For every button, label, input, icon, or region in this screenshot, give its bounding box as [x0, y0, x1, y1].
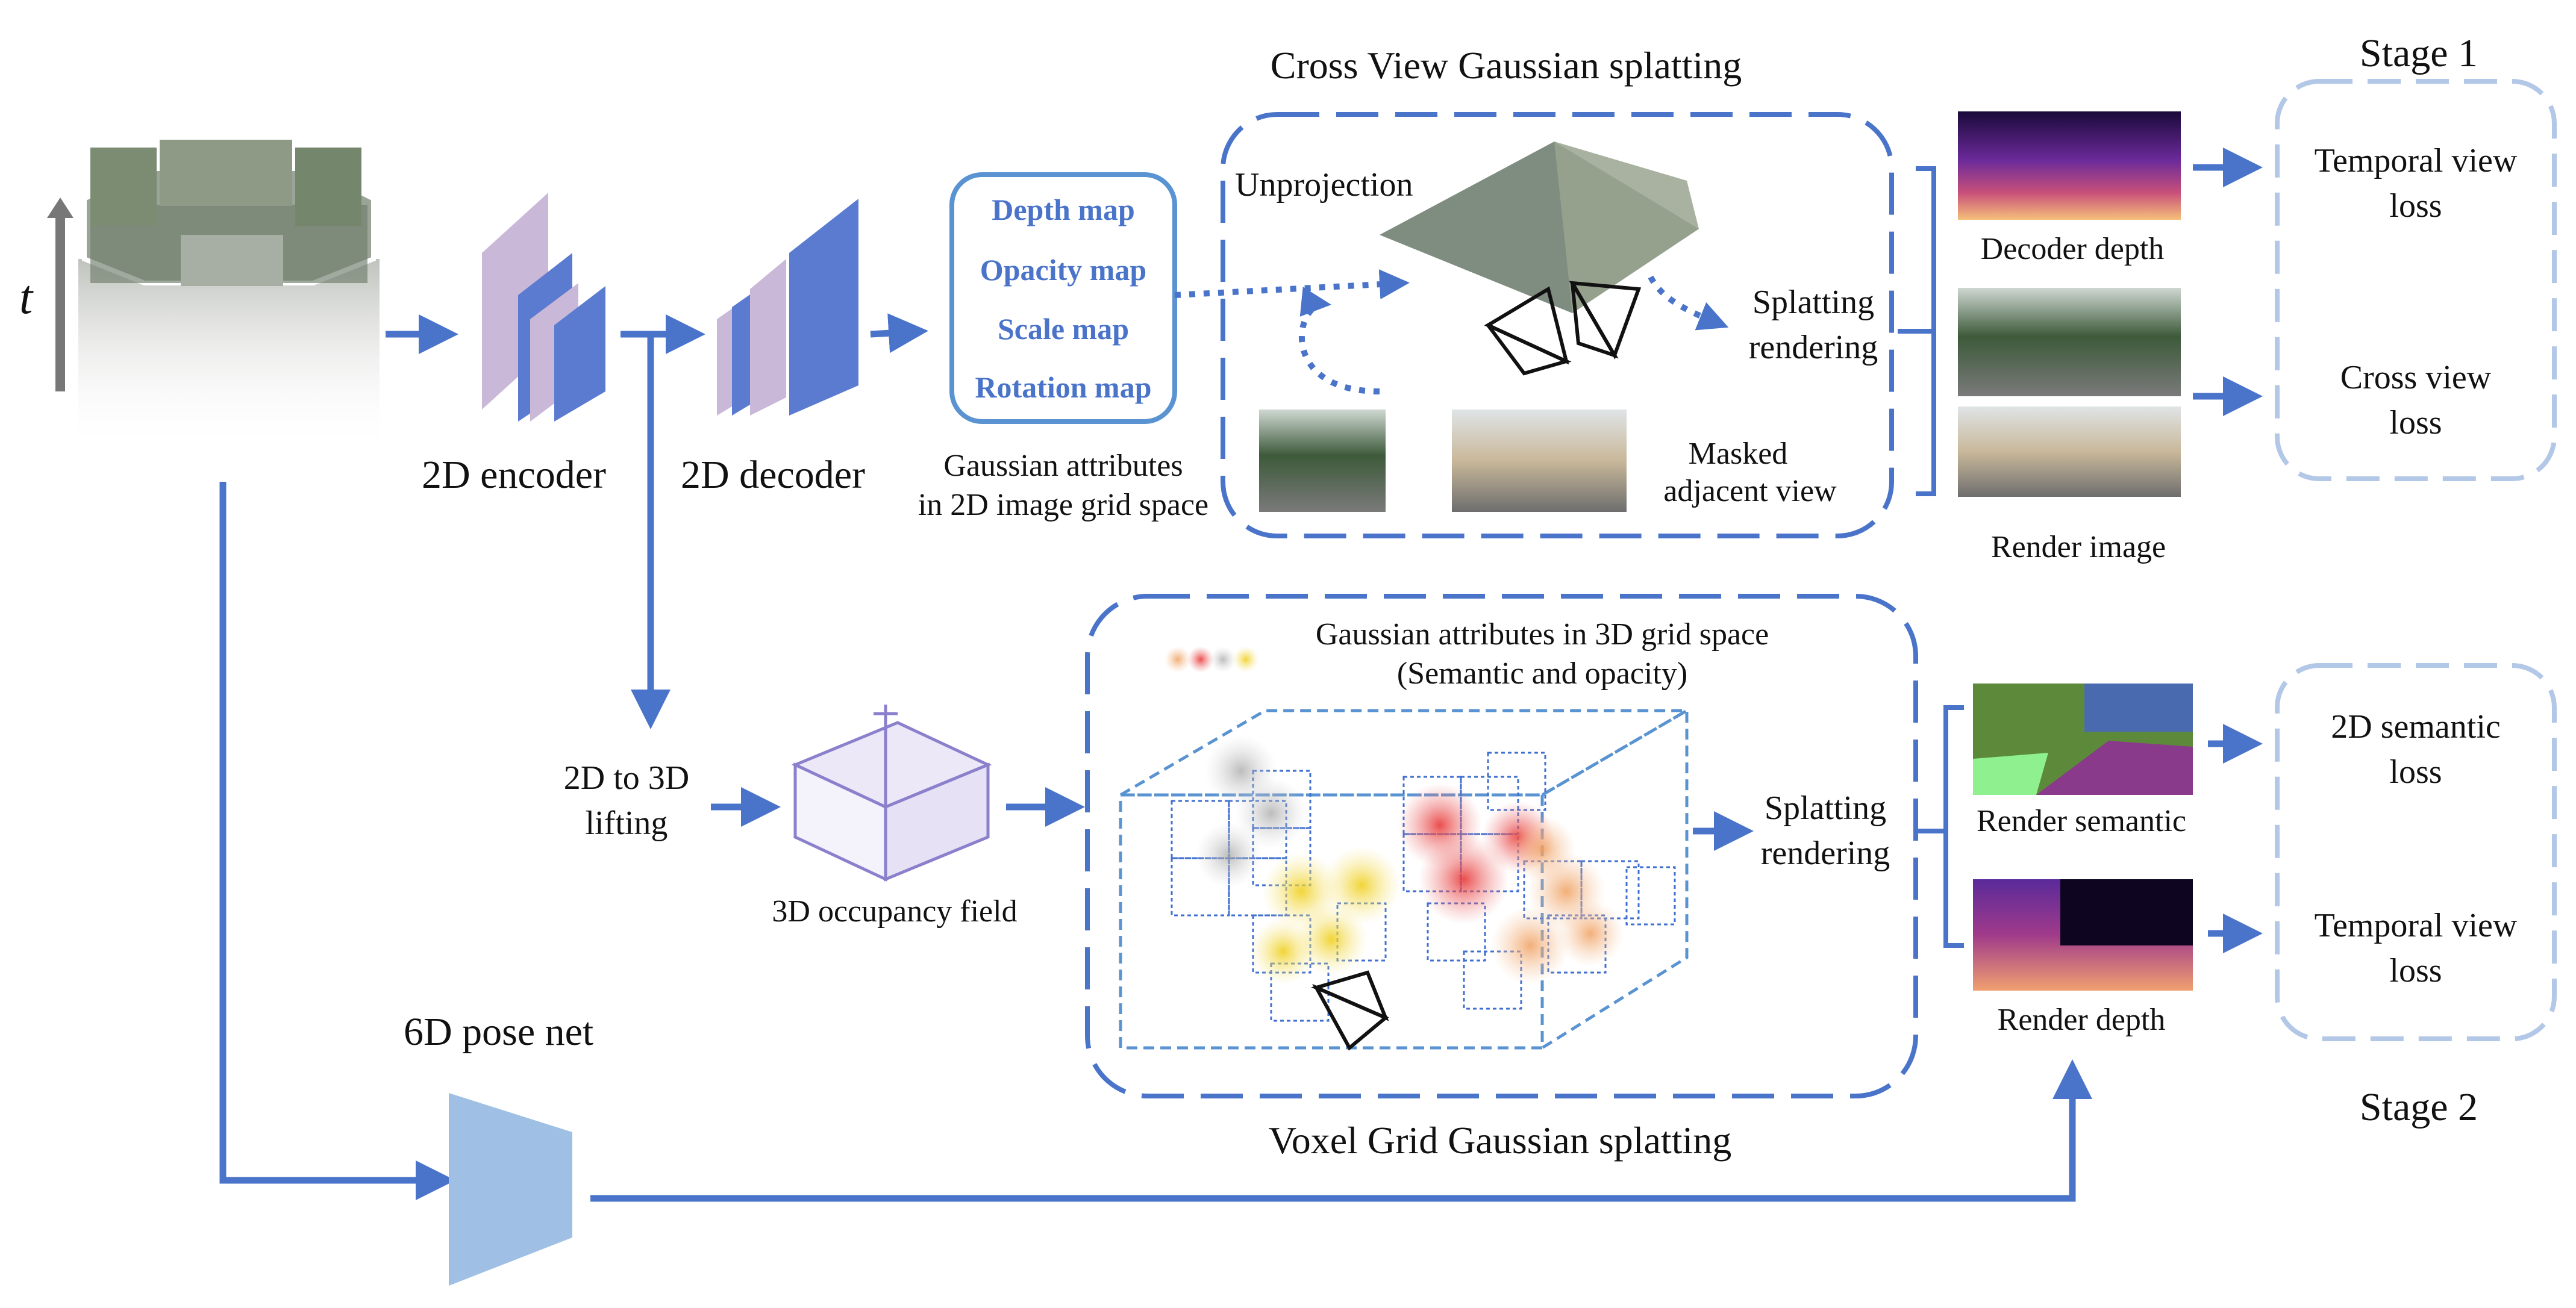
input-reflection — [78, 259, 380, 452]
arrow-posenet-to-render-depth — [590, 1059, 2092, 1202]
camera-frustum-icon — [1484, 281, 1642, 376]
cross-view-box — [1221, 112, 1894, 538]
view-panel-2 — [160, 140, 292, 206]
camera-frustum-icon — [1311, 970, 1389, 1051]
encoder-layer-4 — [554, 286, 605, 422]
surround-view-input: t — [19, 140, 380, 452]
encoder-label: 2D encoder — [422, 453, 606, 497]
cross-view-title: Cross View Gaussian splatting — [1271, 44, 1742, 87]
decoder-block: 2D decoder — [681, 199, 865, 497]
decoder-depth-image — [1958, 111, 2181, 220]
attr-maps-box — [949, 172, 1177, 424]
legend-blob-orange — [1165, 646, 1191, 673]
occupancy-label: 3D occupancy field — [772, 894, 1017, 929]
point-cloud-right — [1554, 142, 1699, 313]
stage2-label: Stage 2 — [2360, 1085, 2478, 1129]
cross-splat-label-2: rendering — [1749, 329, 1878, 366]
bracket-stage2 — [1943, 705, 1964, 948]
attr-depth-map: Depth map — [992, 193, 1135, 226]
arrow-decoder-to-attrs — [870, 313, 928, 353]
main-flow-arrows — [219, 313, 2092, 1202]
encoder-block: 2D encoder — [422, 193, 606, 497]
voxel-grid-box — [1085, 594, 1918, 1098]
masked-label-2: adjacent view — [1663, 474, 1837, 508]
render-image-1 — [1958, 288, 2181, 396]
legend-blob-red — [1187, 646, 1214, 673]
time-axis-label: t — [19, 271, 34, 324]
gaussian-blobs — [1196, 735, 1624, 985]
stage1-loss-box — [2275, 79, 2557, 481]
temporal-loss-2-line1: Temporal view — [2315, 907, 2518, 944]
render-image-2 — [1958, 406, 2181, 497]
pose-net-label: 6D pose net — [404, 1010, 593, 1054]
attr-2d-caption-line2: in 2D image grid space — [918, 488, 1208, 522]
voxel-cuboid — [1114, 708, 1693, 1050]
attr-scale-map: Scale map — [998, 312, 1129, 346]
decoder-depth-label: Decoder depth — [1981, 232, 2165, 266]
legend-blob-gray — [1210, 646, 1236, 673]
voxel-splat-label-1: Splatting — [1765, 789, 1886, 827]
masked-label-1: Masked — [1689, 437, 1788, 471]
cross-loss-line2: loss — [2389, 404, 2442, 441]
stage2-loss-box — [2275, 663, 2557, 1041]
pose-net-shape — [449, 1093, 572, 1286]
cross-view-splatting: Cross View Gaussian splatting Unprojecti… — [1174, 44, 1894, 538]
render-image-label: Render image — [1991, 530, 2166, 564]
decoder-label: 2D decoder — [681, 453, 865, 497]
voxel-grid-title: Voxel Grid Gaussian splatting — [1269, 1119, 1732, 1162]
pose-net: 6D pose net — [404, 1010, 593, 1286]
lifting-label-1: 2D to 3D — [564, 759, 689, 797]
adjacent-view-image-1 — [1259, 410, 1386, 512]
gaussian-attr-2d: Depth map Opacity map Scale map Rotation… — [918, 172, 1208, 522]
dotted-arrow-cloud-to-splat — [1648, 275, 1729, 331]
render-semantic-sky — [2084, 684, 2193, 732]
voxel-grid-splatting: Gaussian attributes in 3D grid space (Se… — [1085, 594, 1918, 1162]
view-panel-4 — [181, 235, 283, 286]
stage2-outputs: Render semantic Render depth 2D semantic… — [1973, 663, 2557, 1129]
stage1-outputs: Decoder depth Render image Stage 1 Tempo… — [1958, 31, 2557, 564]
arrow-input-to-posenet — [219, 482, 455, 1200]
render-semantic-road — [2036, 741, 2193, 795]
legend-blob-yellow — [1233, 646, 1259, 673]
temporal-loss-1-line1: Temporal view — [2315, 142, 2518, 179]
attr-rotation-map: Rotation map — [975, 370, 1151, 404]
voxel-splat-label-2: rendering — [1761, 835, 1890, 872]
occupancy-cube-icon — [791, 705, 992, 882]
render-depth-label: Render depth — [1998, 1003, 2166, 1037]
cross-loss-line1: Cross view — [2340, 359, 2492, 396]
voxel-attr-label-1: Gaussian attributes in 3D grid space — [1316, 617, 1769, 652]
unprojection-label: Unprojection — [1235, 166, 1413, 204]
render-semantic-grass — [1973, 753, 2048, 795]
temporal-loss-1-line2: loss — [2389, 187, 2442, 225]
temporal-loss-2-line2: loss — [2389, 952, 2442, 989]
adjacent-view-image-2 — [1452, 410, 1627, 512]
attr-2d-caption-line1: Gaussian attributes — [943, 449, 1183, 483]
dotted-arrow-attrs-to-cloud — [1174, 269, 1410, 300]
stage1-label: Stage 1 — [2360, 31, 2478, 75]
voxel-attr-label-2: (Semantic and opacity) — [1397, 656, 1687, 691]
cross-splat-label-1: Splatting — [1752, 284, 1874, 321]
dotted-arrow-adjacent-to-cloud — [1299, 287, 1380, 394]
render-depth-far — [2060, 879, 2193, 945]
lifting-block: 2D to 3D lifting 3D occupancy field — [564, 705, 1018, 929]
render-semantic-label: Render semantic — [1977, 804, 2186, 838]
view-panel-3 — [295, 148, 361, 226]
decoder-layer-4 — [789, 199, 858, 416]
semantic-loss-line1: 2D semantic — [2331, 708, 2500, 746]
lifting-label-2: lifting — [586, 805, 668, 842]
time-axis-head — [47, 198, 73, 218]
view-panel-1 — [90, 148, 157, 226]
decoder-layer-3 — [750, 259, 786, 416]
attr-opacity-map: Opacity map — [980, 253, 1146, 287]
semantic-loss-line2: loss — [2389, 753, 2442, 791]
